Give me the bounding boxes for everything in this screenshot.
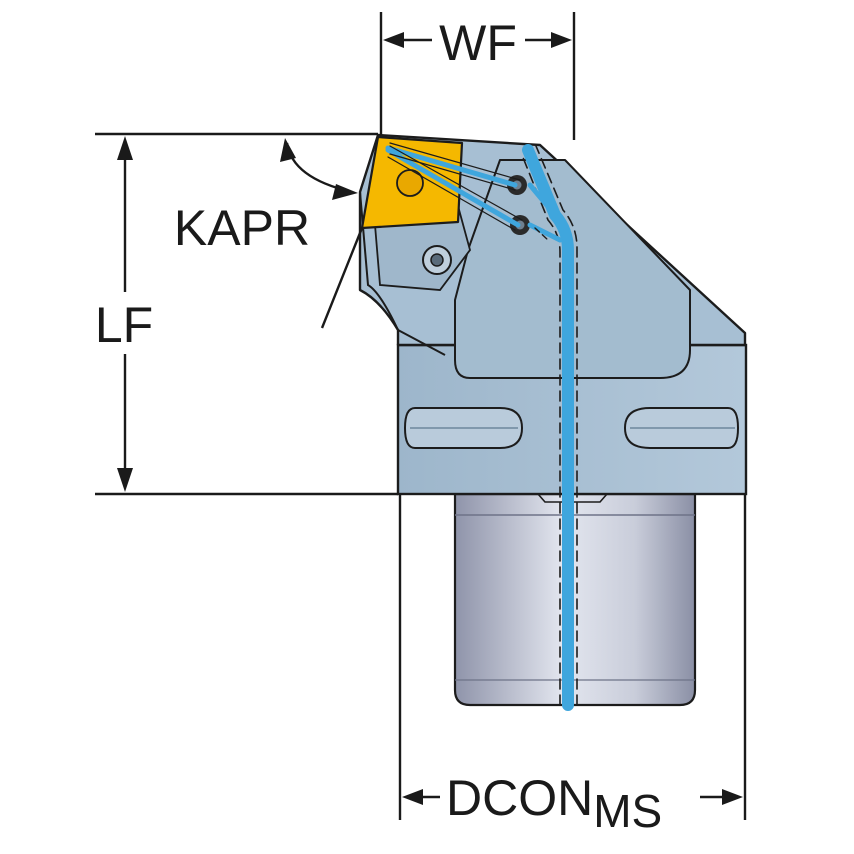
kapr-label: KAPR bbox=[174, 200, 310, 256]
lf-label: LF bbox=[95, 297, 153, 353]
dcon-arrow-right bbox=[722, 789, 743, 805]
dimension-kapr: KAPR bbox=[174, 138, 364, 329]
dcon-subscript: MS bbox=[593, 785, 662, 837]
lf-arrow-top bbox=[117, 136, 133, 160]
dcon-label: DCONMS bbox=[446, 770, 662, 837]
dcon-arrow-left bbox=[402, 789, 423, 805]
shank bbox=[453, 492, 697, 707]
dcon-main-text: DCON bbox=[446, 770, 593, 826]
wf-arrow-left bbox=[383, 32, 404, 48]
kapr-arrow-bottom bbox=[332, 184, 358, 200]
wf-label: WF bbox=[439, 15, 517, 71]
dimension-dcon: DCONMS bbox=[398, 494, 747, 837]
dimension-lf: LF bbox=[95, 132, 398, 496]
dimension-wf: WF bbox=[379, 12, 576, 140]
lf-arrow-bottom bbox=[117, 468, 133, 492]
coolant-channels bbox=[385, 142, 578, 711]
wf-arrow-right bbox=[551, 32, 572, 48]
kapr-arrow-top bbox=[280, 138, 296, 162]
